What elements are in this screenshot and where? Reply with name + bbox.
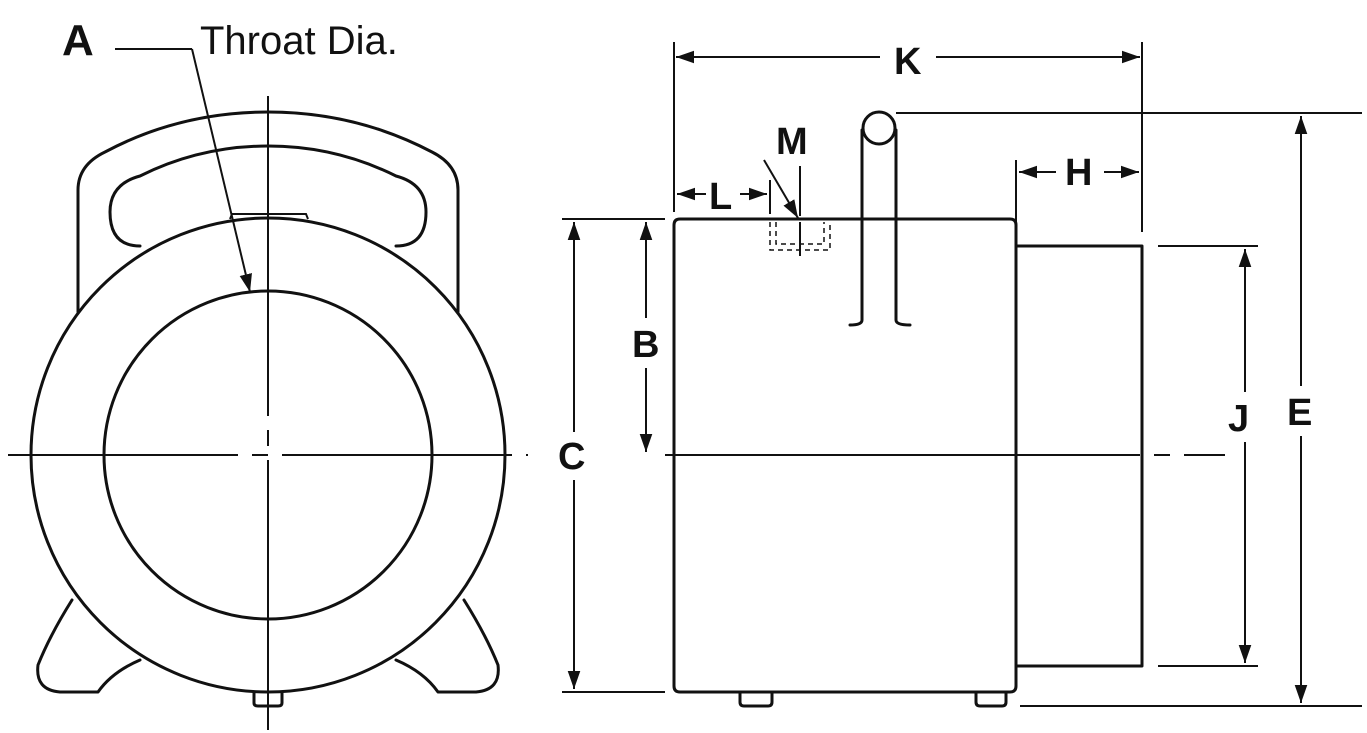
side-foot-left [738,690,774,708]
label-throat-dia: Throat Dia. [200,19,398,63]
label-e: E [1287,392,1312,434]
dimension-m: M [763,121,808,219]
dimension-j: J [1158,245,1258,667]
label-l: L [709,176,732,218]
front-view [8,96,528,730]
dimension-c: C [558,218,665,693]
label-j: J [1228,398,1249,440]
m-leader-arrow [763,159,799,219]
handle-knob [861,110,897,146]
label-a: A [62,16,94,65]
label-k: K [894,41,922,83]
label-m: M [776,121,808,163]
dimension-b: B [632,222,659,452]
throat-leader-arrow [191,48,252,293]
left-foot [36,598,142,694]
handle-post [848,128,912,327]
label-h: H [1065,152,1092,194]
rear-drum [1014,244,1144,668]
label-b: B [632,324,659,366]
dimension-h: H [1015,152,1139,238]
right-foot [394,598,500,694]
label-c: C [558,436,585,478]
throat-callout: A Throat Dia. [62,16,398,293]
dimension-e: E [896,112,1362,707]
dimension-k: K [673,41,1143,232]
side-foot-right [974,690,1008,708]
dimension-l: L [677,176,771,218]
